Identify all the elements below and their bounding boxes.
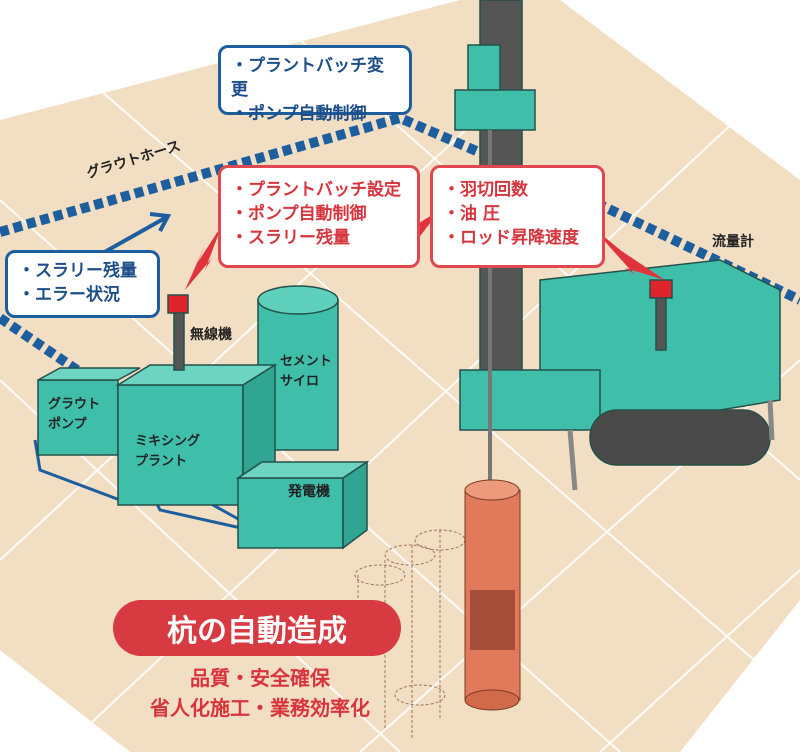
plant-equipment [37,285,370,550]
label-line: プラント [135,454,188,469]
callout-line: ・スラリー残量 [231,228,350,248]
callout-plant-data: ・プラントバッチ設定 ・ポンプ自動制御 ・スラリー残量 [218,165,420,268]
label-mixing-plant: ミキシング プラント [135,432,200,472]
callout-slurry-status: ・スラリー残量 ・エラー状況 [5,250,160,318]
label-cement-silo: セメント サイロ [280,352,332,392]
generator-box [237,477,344,549]
grout-pump-box [37,379,119,456]
label-generator: 発電機 [288,484,330,500]
label-line: グラウト [48,397,101,412]
label-line: ポンプ [48,417,87,432]
benefit-quality-safety: 品質・安全確保 [190,666,330,690]
callout-line: ・ポンプ自動制御 [231,204,367,224]
callout-rig-data: ・羽切回数 ・油 圧 ・ロッド昇降速度 [430,165,605,268]
headline-badge: 杭の自動造成 [113,600,401,656]
callout-line: ・プラントバッチ変更 [231,56,384,100]
label-line: ミキシング [135,434,201,449]
label-grout-pump: グラウト ポンプ [48,395,100,435]
flow-meter-sensor-icon [649,279,673,299]
pile-column [354,479,521,740]
radio-antenna-icon [167,294,189,314]
callout-line: ・ロッド昇降速度 [443,228,579,248]
label-line: セメント [280,354,332,369]
callout-line: ・エラー状況 [18,285,120,305]
label-flow-meter: 流量計 [712,234,754,250]
callout-line: ・スラリー残量 [18,261,137,281]
callout-line: ・羽切回数 [443,180,528,200]
benefit-efficiency: 省人化施工・業務効率化 [150,696,370,720]
mixing-plant-box [117,384,244,506]
callout-line: ・油 圧 [443,204,500,224]
label-radio: 無線機 [190,327,232,343]
label-line: サイロ [280,374,320,389]
mixing-blade-icon [470,590,515,650]
callout-line: ・プラントバッチ設定 [231,180,401,200]
callout-line: ・ポンプ自動制御 [231,104,367,124]
callout-plant-commands: ・プラントバッチ変更 ・ポンプ自動制御 [218,45,412,124]
